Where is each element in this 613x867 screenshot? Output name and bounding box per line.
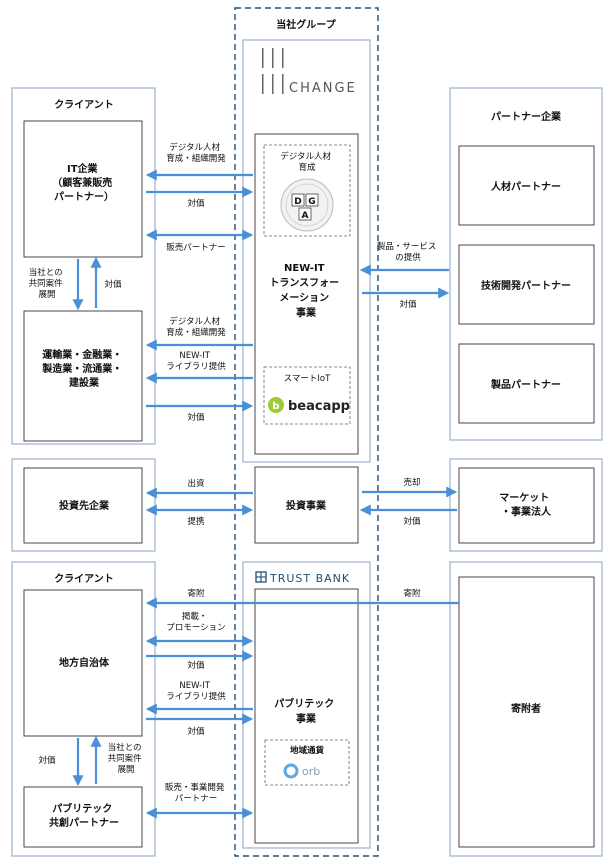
label-invest-fund: 出資 xyxy=(187,478,204,489)
industry-box xyxy=(23,310,143,442)
invest-left-box xyxy=(23,467,143,544)
label-invest-return: 対価 xyxy=(403,516,421,527)
donor-box xyxy=(458,576,595,848)
label-invest-alliance: 提携 xyxy=(187,516,204,527)
group-frame xyxy=(234,7,379,857)
currency-box xyxy=(264,739,350,786)
label-donation-right: 寄附 xyxy=(403,588,421,599)
label-muni-payment: 対価 xyxy=(187,660,205,671)
label-sales-partner: 販売パートナー xyxy=(166,242,226,253)
partner-hr-label: 人材パートナー xyxy=(491,180,561,193)
label-industry-payment: 対価 xyxy=(187,412,205,423)
donor-label: 寄附者 xyxy=(511,702,541,715)
invest-center-label: 投資事業 xyxy=(286,499,327,512)
public-tech-box xyxy=(254,588,359,844)
partner-hr-box xyxy=(458,145,595,226)
invest-right-label: マーケット ・事業法人 xyxy=(499,492,552,518)
orb-logo: orb xyxy=(283,763,320,779)
label-sales-dev-partner: 販売・事業開発 パートナー xyxy=(165,782,227,804)
dga-box xyxy=(263,144,351,237)
trustbank-logo-text: TRUST BANK xyxy=(269,572,350,585)
joint-label-top: 当社との 共同案件 展開 xyxy=(29,267,66,300)
svg-text:G: G xyxy=(308,197,315,207)
partner-product-box xyxy=(458,343,595,424)
label-invest-sale: 売却 xyxy=(403,477,420,488)
label-donation-left: 寄附 xyxy=(187,588,205,599)
beacapp-logo: b beacapp xyxy=(268,397,350,414)
currency-label: 地域通貨 xyxy=(290,745,325,756)
svg-text:b: b xyxy=(272,401,279,412)
label-promotion: 掲載・ プロモーション xyxy=(166,611,225,633)
it-company-box xyxy=(23,120,143,258)
dga-title: デジタル人材 育成 xyxy=(280,151,334,173)
public-partner-box xyxy=(23,786,143,848)
label-library-to-muni: NEW-IT ライブラリ提供 xyxy=(166,681,226,702)
label-dga-to-industry: デジタル人材 育成・組織開発 xyxy=(166,316,226,338)
beacapp-text: beacapp xyxy=(288,399,350,414)
label-partner-payment: 対価 xyxy=(399,299,417,310)
payment-label-top: 対価 xyxy=(104,279,122,290)
change-logo-text: CHANGE xyxy=(289,81,357,96)
it-company-label: IT企業 （顧客兼販売 パートナー） xyxy=(52,162,115,203)
municipality-box xyxy=(23,589,143,737)
partner-tech-label: 技術開発パートナー xyxy=(481,279,571,292)
dga-logo: D G A xyxy=(280,178,334,232)
label-dga-to-it: デジタル人材 育成・組織開発 xyxy=(166,142,226,164)
label-it-payment: 対価 xyxy=(187,198,205,209)
change-logo: CHANGE xyxy=(260,48,357,96)
label-library-to-industry: NEW-IT ライブラリ提供 xyxy=(166,351,226,372)
client-title-top: クライアント xyxy=(54,99,114,111)
invest-center-box xyxy=(254,466,359,544)
svg-text:A: A xyxy=(302,211,309,221)
partner-title: パートナー企業 xyxy=(491,110,562,123)
trustbank-logo: TRUST BANK xyxy=(255,571,350,585)
public-partner-label: パブリテック 共創パートナー xyxy=(49,802,119,829)
smartiot-box xyxy=(263,366,351,425)
label-partner-supply: 製品・サービス の提供 xyxy=(377,241,439,263)
public-tech-title: パブリテック 事業 xyxy=(274,697,337,725)
label-muni-payment-2: 対価 xyxy=(187,726,205,737)
smartiot-label: スマートIoT xyxy=(284,374,331,384)
orb-text: orb xyxy=(302,765,320,778)
joint-label-bottom: 当社との 共同案件 展開 xyxy=(108,742,145,775)
industry-label: 運輸業・金融業・ 製造業・流通業・ 建設業 xyxy=(41,348,125,389)
invest-right-box xyxy=(458,467,595,544)
client-title-bottom: クライアント xyxy=(54,573,114,585)
newit-title: NEW-IT トランスフォー メーション 事業 xyxy=(269,263,342,319)
partner-tech-box xyxy=(458,244,595,325)
partner-product-label: 製品パートナー xyxy=(490,378,561,391)
invest-left-label: 投資先企業 xyxy=(59,499,110,512)
payment-label-bottom: 対価 xyxy=(38,755,56,766)
municipality-label: 地方自治体 xyxy=(59,656,110,669)
svg-text:D: D xyxy=(294,197,301,207)
group-title: 当社グループ xyxy=(276,18,336,31)
